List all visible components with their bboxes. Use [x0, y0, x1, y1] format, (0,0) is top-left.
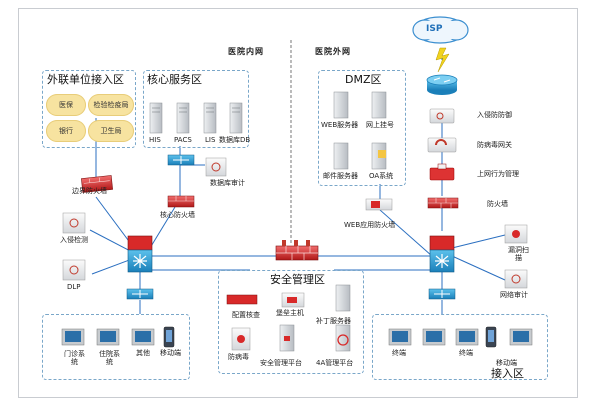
terminal-label: 其他: [136, 349, 150, 357]
server-label: 邮件服务器: [323, 172, 358, 180]
bastion-label: 堡垒主机: [276, 309, 304, 317]
right-firewall-icon[interactable]: [427, 197, 459, 209]
external-unit[interactable]: 卫生局: [88, 120, 134, 142]
left-core-switch-icon[interactable]: [127, 235, 153, 273]
left-terminal-icons[interactable]: [61, 326, 175, 348]
server-label: WEB服务器: [321, 121, 359, 129]
firewall-label: 防火墙: [487, 200, 508, 208]
antivirus-label: 防病毒: [228, 353, 249, 361]
server-label: OA系统: [369, 172, 394, 180]
terminal-label: 门诊系 统: [64, 350, 85, 367]
terminal-label: 终端: [392, 349, 406, 357]
isp-label: ISP: [426, 24, 443, 34]
terminal-label: 移动端: [496, 359, 517, 367]
core-services-title: 核心服务区: [147, 73, 202, 86]
db-audit-icon[interactable]: [205, 157, 227, 177]
center-firewall-icon[interactable]: [275, 240, 319, 261]
outer-network-header: 医院外网: [315, 46, 351, 56]
external-unit[interactable]: 检验检疫局: [88, 94, 134, 116]
dmz-title: DMZ区: [345, 73, 382, 86]
dlp-icon[interactable]: [62, 259, 86, 281]
behavior-mgmt-icon[interactable]: [429, 163, 455, 181]
net-audit-icon[interactable]: [504, 269, 528, 289]
server-label: PACS: [174, 136, 192, 144]
core-firewall-icon[interactable]: [167, 195, 195, 208]
border-firewall-label: 边界防火墙: [72, 187, 107, 195]
security-mgmt-icons[interactable]: [226, 284, 351, 352]
right-core-switch-icon[interactable]: [429, 235, 455, 273]
terminal-label: 终端: [459, 349, 473, 357]
right-access-switch-icon[interactable]: [428, 288, 456, 300]
dlp-label: DLP: [67, 283, 81, 291]
server-label: 网上挂号: [366, 121, 394, 129]
behavior-mgmt-label: 上网行为管理: [477, 170, 519, 178]
ids-label: 入侵检测: [60, 236, 88, 244]
av-gateway-label: 防病毒网关: [477, 141, 512, 149]
security-mgmt-title: 安全管理区: [270, 273, 325, 286]
external-unit[interactable]: 医保: [46, 94, 86, 116]
core-firewall-label: 核心防火墙: [160, 211, 195, 219]
border-firewall-icon[interactable]: [81, 175, 113, 193]
core-services-zone: [143, 70, 249, 148]
ids-icon[interactable]: [62, 212, 86, 234]
security-mgmt-zone: [218, 270, 364, 374]
right-terminal-icons[interactable]: [388, 326, 533, 348]
server-label: HIS: [149, 136, 161, 144]
inner-network-header: 医院内网: [228, 46, 264, 56]
vuln-scan-icon[interactable]: [504, 224, 528, 244]
waf-icon[interactable]: [365, 198, 393, 211]
isp-cloud-icon[interactable]: [412, 16, 469, 44]
four-a-label: 4A管理平台: [316, 359, 354, 367]
external-unit[interactable]: 银行: [46, 120, 86, 142]
net-audit-label: 网络审计: [500, 291, 528, 299]
terminal-label: 住院系 统: [99, 350, 120, 367]
left-access-switch-icon[interactable]: [126, 288, 154, 300]
dmz-server-icons[interactable]: [333, 91, 387, 170]
right-access-zone: [372, 314, 548, 380]
server-label: LIS: [205, 136, 216, 144]
external-units-zone: [42, 70, 136, 148]
terminal-label: 移动端: [160, 349, 181, 357]
vuln-scan-label: 漏洞扫 描: [508, 246, 529, 263]
ips-label: 入侵防防御: [477, 111, 512, 119]
waf-label: WEB应用防火墙: [344, 221, 396, 229]
patch-server-label: 补丁服务器: [316, 317, 351, 325]
dmz-zone: [318, 70, 406, 186]
core-zone-switch-icon[interactable]: [167, 154, 195, 166]
lightning-icon: [435, 47, 450, 73]
db-audit-label: 数据库审计: [210, 179, 245, 187]
access-zone-title: 接入区: [491, 367, 524, 380]
core-server-icons[interactable]: [149, 102, 243, 134]
sec-mgmt-platform-label: 安全管理平台: [260, 359, 302, 367]
av-gateway-icon[interactable]: [427, 137, 457, 153]
external-units-title: 外联单位接入区: [47, 73, 124, 86]
ips-appliance-icon[interactable]: [429, 108, 455, 124]
router-icon[interactable]: [426, 74, 458, 95]
config-check-label: 配置核查: [232, 311, 260, 319]
server-label: 数据库DB: [219, 136, 251, 144]
left-access-zone: [42, 314, 190, 380]
